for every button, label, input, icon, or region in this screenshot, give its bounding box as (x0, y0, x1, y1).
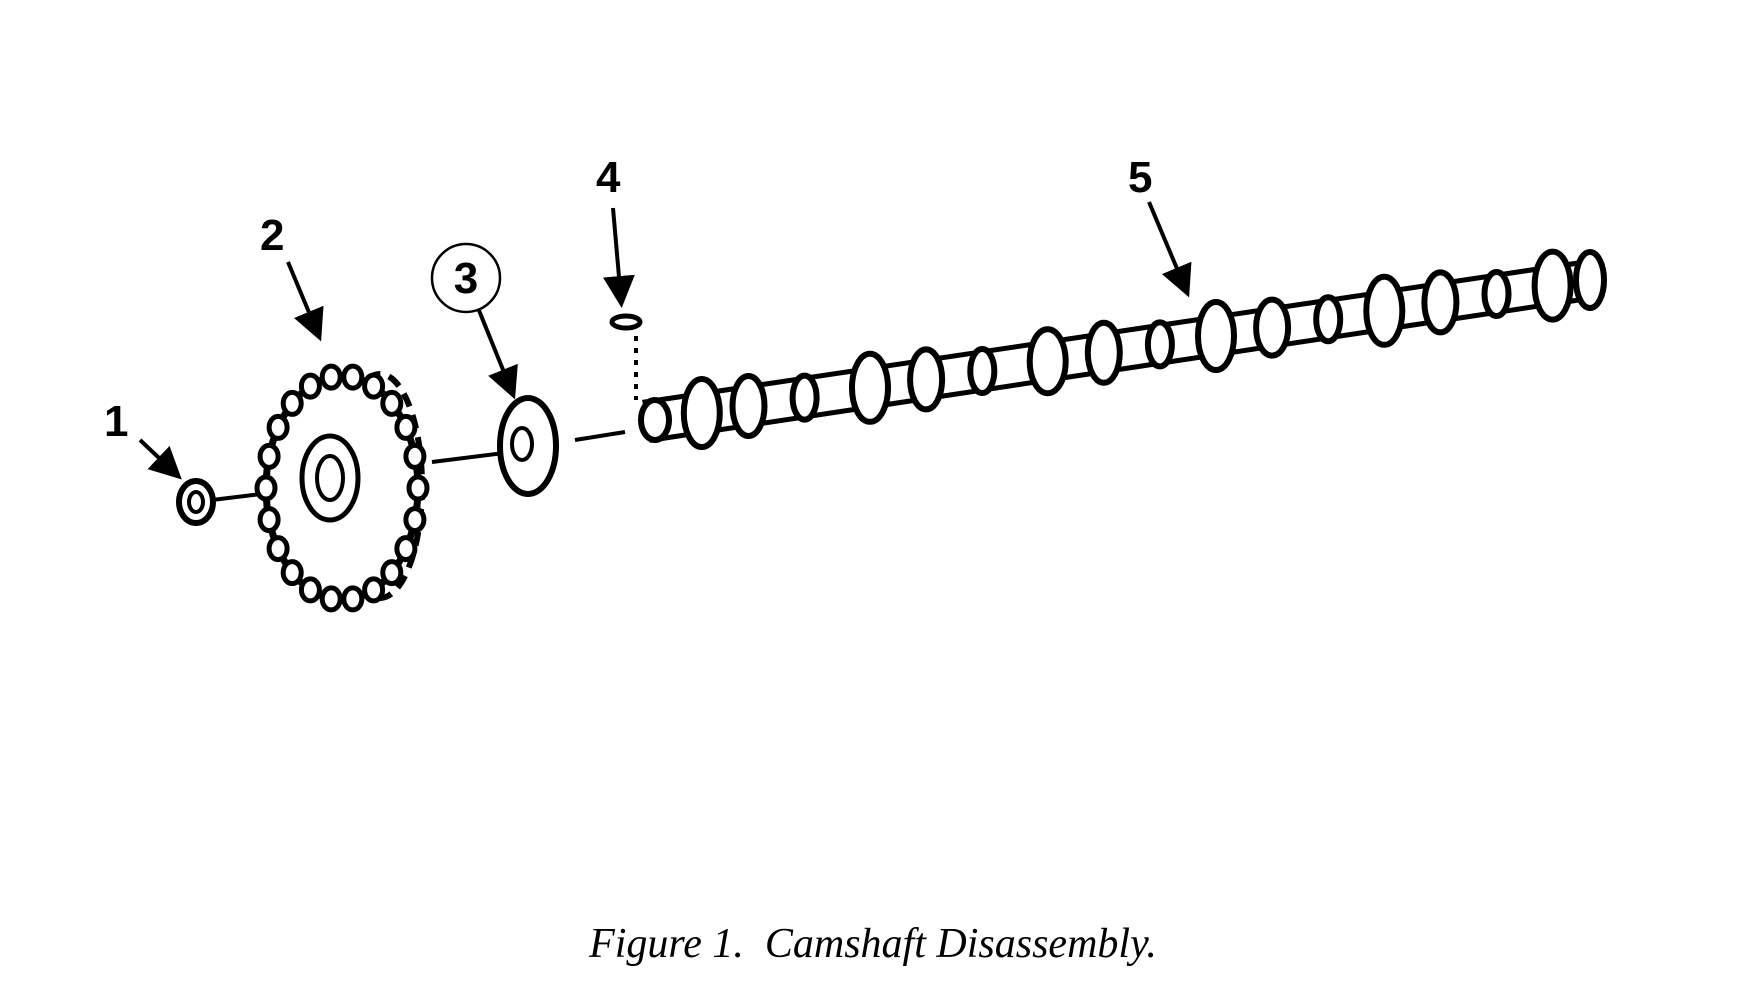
part-3-washer (497, 395, 559, 497)
sprocket-tooth (254, 474, 278, 502)
part-1-nut (176, 478, 216, 526)
cam-lobe (729, 373, 768, 439)
cam-lobe (1531, 248, 1574, 323)
cam-lobe (638, 397, 672, 443)
sprocket-tooth (298, 372, 322, 400)
callout-3: 3 (454, 254, 478, 303)
sprocket-tooth (403, 442, 427, 470)
callout-3-circle (430, 242, 502, 314)
sprocket-tooth (341, 585, 365, 613)
part-4-key (609, 313, 643, 331)
sprocket-tooth (257, 442, 281, 470)
callout-4: 4 (596, 153, 621, 202)
part-2-sprocket (254, 363, 430, 613)
figure-caption: Figure 1. Camshaft Disassembly. (589, 921, 1157, 967)
sprocket-tooth (394, 535, 418, 563)
cam-lobe (1363, 273, 1406, 348)
sprocket-tooth (394, 413, 418, 441)
callout-5: 5 (1128, 153, 1152, 202)
sprocket-tooth (319, 363, 343, 391)
sprocket-tooth (403, 506, 427, 534)
sprocket-tooth (298, 576, 322, 604)
sprocket-tooth (406, 474, 430, 502)
cam-lobe (1421, 269, 1460, 336)
cam-lobe (967, 346, 998, 396)
sprocket-tooth (362, 576, 386, 604)
sprocket-tooth (362, 372, 386, 400)
sprocket-tooth (280, 389, 304, 417)
part-5-camshaft (638, 248, 1607, 450)
sprocket-tooth (266, 535, 290, 563)
cam-lobe (1144, 319, 1175, 370)
callout-1: 1 (104, 397, 128, 446)
callout-2: 2 (260, 211, 284, 260)
cam-lobe (1573, 249, 1607, 311)
sprocket-tooth (341, 363, 365, 391)
sprocket-tooth (380, 559, 404, 587)
cam-lobe (1084, 319, 1123, 386)
sprocket-tooth (380, 389, 404, 417)
sprocket-tooth (280, 559, 304, 587)
sprocket-tooth (257, 506, 281, 534)
cam-lobe (907, 346, 946, 413)
sprocket-tooth (319, 585, 343, 613)
sprocket-tooth (266, 413, 290, 441)
cam-lobe (789, 372, 820, 423)
cam-lobe (1026, 326, 1069, 397)
callout-leaders (138, 201, 1192, 480)
cam-lobe (1481, 269, 1512, 319)
cam-lobe (1195, 299, 1237, 373)
cam-lobe (680, 376, 723, 450)
cam-lobe (849, 350, 891, 425)
cam-lobe (1253, 296, 1292, 359)
cam-lobe (1313, 294, 1344, 345)
